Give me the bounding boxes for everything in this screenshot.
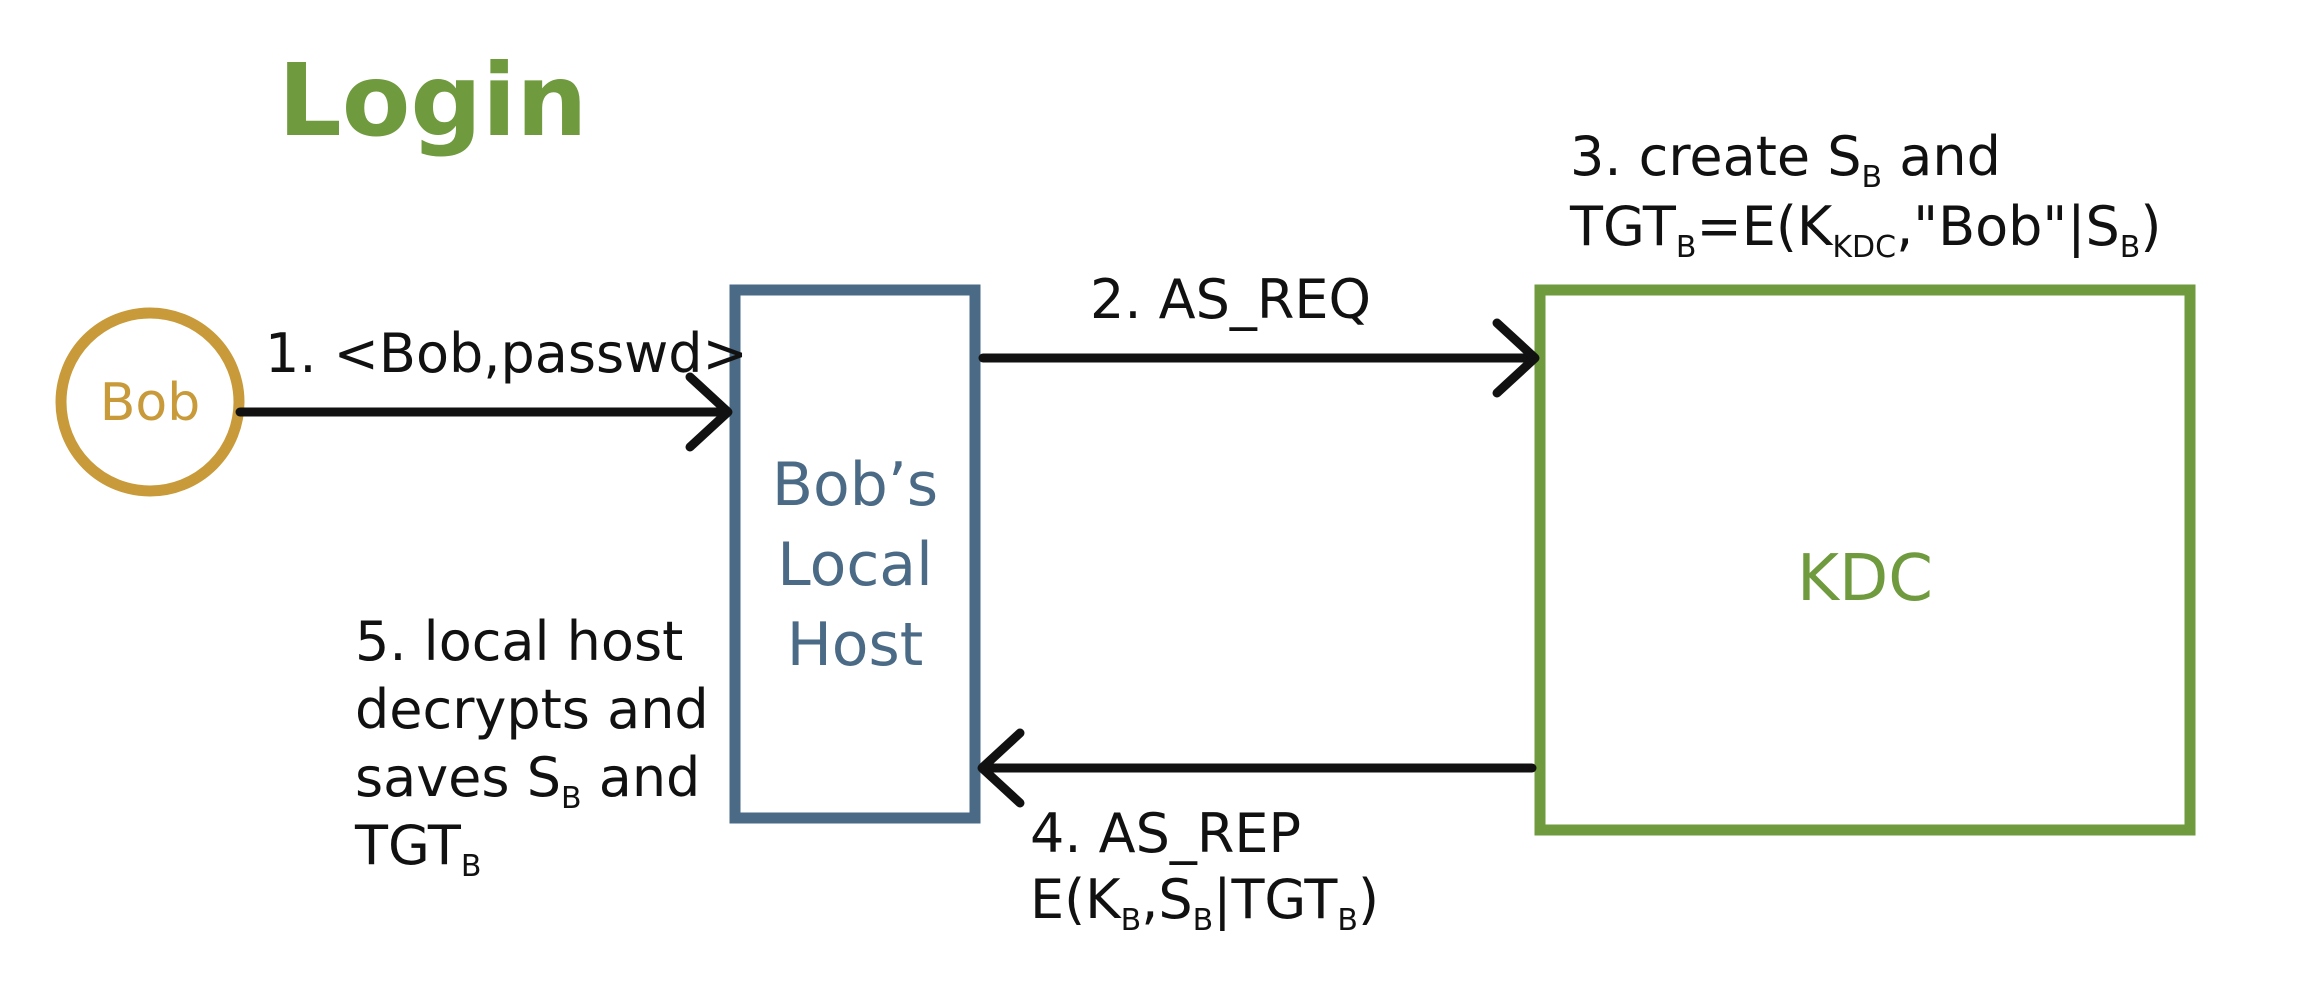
step-5-line-4-a-sub: B [461,849,482,884]
step-3-line-1-a-sub: B [1862,160,1883,195]
arrow-step-4 [977,728,1537,808]
step-3-line-2-c: ,"Bob"|S [1896,195,2120,258]
step-3-label-line-2: TGTB=E(KKDC,"Bob"|SB) [1569,195,2161,265]
local-host-label-line-2: Local [777,530,933,600]
step-5-line-3-a-sub: B [561,781,582,816]
step-3-line-2-a: TGT [1569,195,1677,258]
step-5-label-line-4: TGTB [354,814,481,884]
step-3-line-2-b: =E(K [1696,195,1833,258]
step-3-label-line-1: 3. create SB and [1570,125,2001,195]
step-5-line-3-a: saves S [355,746,561,809]
arrow-step-2 [978,318,1540,398]
kdc-node: KDC [1534,284,2196,836]
step-3-line-1-b: and [1882,125,2001,188]
bob-label: Bob [100,373,201,433]
step-1-label: 1. <Bob,passwd> [265,322,748,385]
step-5-line-4-a: TGT [354,814,462,877]
diagram-title: Login [278,42,587,159]
step-3-line-2-b-sub: KDC [1832,230,1896,265]
local-host-label-line-1: Bob’s [772,450,938,520]
step-3-line-2-c-sub: B [2120,230,2141,265]
bob-node: Bob [55,307,245,497]
step-4-line-2-c: |TGT [1213,868,1338,931]
step-4-label-line-1: 4. AS_REP [1030,802,1301,865]
step-3-line-2-d: ) [2140,195,2161,258]
local-host-node: Bob’s Local Host [729,284,981,824]
step-4-line-2-d: ) [1358,868,1379,931]
step-3-line-2-a-sub: B [1676,230,1697,265]
kdc-label: KDC [1797,542,1933,616]
step-2-label: 2. AS_REQ [1090,268,1371,331]
step-4-line-2-c-sub: B [1337,903,1358,938]
step-5-label-line-1: 5. local host [355,610,683,673]
bob-circle [55,307,245,497]
step-5-label-line-3: saves SB and [355,746,700,816]
step-5-line-3-b: and [582,746,701,809]
local-host-box [729,284,981,824]
arrow-step-1 [235,372,733,452]
step-4-line-2-a: E(K [1030,868,1122,931]
step-5-label-line-2: decrypts and [355,678,709,741]
kdc-box [1534,284,2196,836]
step-4-line-2-b: ,S [1141,868,1192,931]
step-3-line-1-a: 3. create S [1570,125,1862,188]
step-4-label-line-2: E(KB,SB|TGTB) [1030,868,1379,938]
local-host-label-line-3: Host [787,610,924,680]
step-4-line-2-a-sub: B [1121,903,1142,938]
step-4-line-2-b-sub: B [1193,903,1214,938]
